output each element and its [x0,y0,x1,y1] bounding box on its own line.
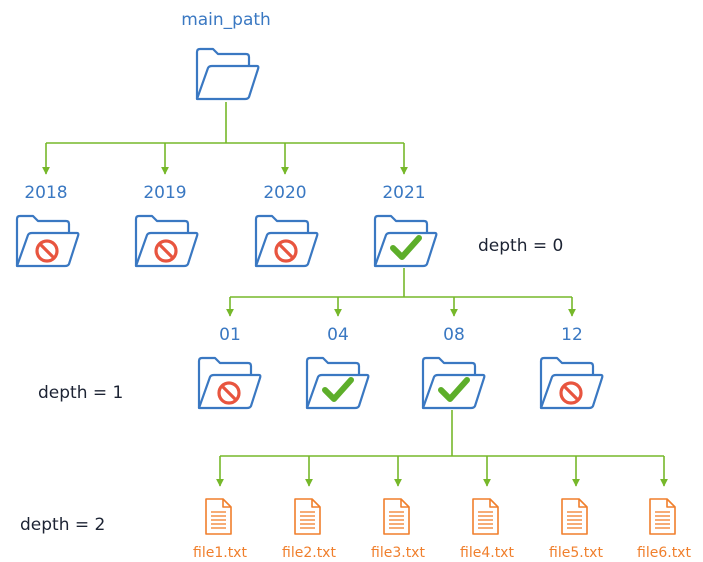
checkmark-icon [390,235,422,260]
depth-0-label: depth = 0 [478,236,563,256]
no-entry-icon [559,381,583,405]
year-to-months-connector [226,268,576,317]
file-item-3[interactable]: file3.txt [371,498,425,561]
file-item-2[interactable]: file2.txt [282,498,336,561]
text-file-icon [205,498,232,535]
file-label-6: file6.txt [637,545,691,561]
file-label-1: file1.txt [193,545,247,561]
folder-2020[interactable]: 2020 [254,183,319,268]
folder-2019[interactable]: 2019 [134,183,199,268]
checked-folder-icon [373,214,438,268]
file-item-1[interactable]: file1.txt [193,498,247,561]
folder-label-2018: 2018 [24,183,67,203]
file-label-4: file4.txt [460,545,514,561]
file-row: file1.txt file2.txt file3.txt file4.txt … [193,498,691,561]
checkmark-icon [438,377,470,402]
checked-folder-icon [305,356,370,410]
month-folder-row: 01 04 08 12 [197,325,604,410]
no-entry-icon [35,239,59,263]
file-label-5: file5.txt [549,545,603,561]
file-label-3: file3.txt [371,545,425,561]
folder-12[interactable]: 12 [539,325,604,410]
blocked-folder-icon [15,214,80,268]
folder-label-08: 08 [443,325,465,345]
folder-label-2021: 2021 [382,183,425,203]
no-entry-icon [274,239,298,263]
folder-label-04: 04 [327,325,349,345]
depth-2-label: depth = 2 [20,515,105,535]
month-to-files-connector [216,410,668,487]
checked-folder-icon [421,356,486,410]
file-item-5[interactable]: file5.txt [549,498,603,561]
text-file-icon [472,498,499,535]
folder-04[interactable]: 04 [305,325,370,410]
folder-label-12: 12 [561,325,583,345]
blocked-folder-icon [134,214,199,268]
folder-label-01: 01 [219,325,241,345]
no-entry-icon [154,239,178,263]
folder-08[interactable]: 08 [421,325,486,410]
root-folder-label: main_path [181,10,271,30]
no-entry-icon [217,381,241,405]
blocked-folder-icon [539,356,604,410]
folder-label-2019: 2019 [143,183,186,203]
text-file-icon [294,498,321,535]
depth-1-label: depth = 1 [38,383,123,403]
file-label-2: file2.txt [282,545,336,561]
folder-label-2020: 2020 [263,183,306,203]
tree-connectors [42,102,668,487]
root-folder-icon[interactable] [195,47,260,101]
file-item-4[interactable]: file4.txt [460,498,514,561]
blocked-folder-icon [197,356,262,410]
folder-01[interactable]: 01 [197,325,262,410]
text-file-icon [561,498,588,535]
file-item-6[interactable]: file6.txt [637,498,691,561]
text-file-icon [649,498,676,535]
folder-2018[interactable]: 2018 [15,183,80,268]
text-file-icon [383,498,410,535]
blocked-folder-icon [254,214,319,268]
root-to-years-connector [42,102,408,175]
checkmark-icon [322,377,354,402]
folder-2021[interactable]: 2021 [373,183,438,268]
year-folder-row: 2018 2019 2020 2021 [15,183,438,268]
